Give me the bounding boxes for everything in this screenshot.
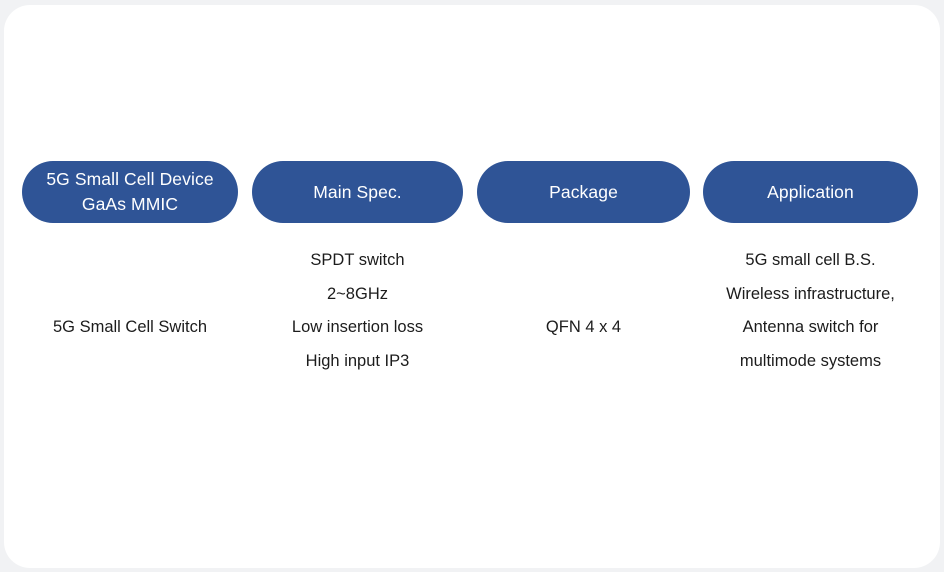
column-header-pill-main-spec[interactable]: Main Spec. [252,161,463,223]
spec-column-application: Application 5G small cell B.S. Wireless … [703,161,918,378]
spec-column-device: 5G Small Cell Device GaAs MMIC 5G Small … [22,161,238,345]
column-header-pill-application[interactable]: Application [703,161,918,223]
column-body-line: SPDT switch [310,251,405,269]
column-body-line: 5G Small Cell Switch [52,318,208,336]
column-body-line: Low insertion loss [291,318,424,336]
column-body-line: Antenna switch for [742,318,879,336]
spec-column-package: Package QFN 4 x 4 [477,161,690,345]
spec-column-main-spec: Main Spec. SPDT switch 2~8GHz Low insert… [252,161,463,378]
column-body-line: High input IP3 [305,351,410,370]
column-header-label-application: Application [767,181,854,202]
column-header-label-device: 5G Small Cell Device GaAs MMIC [46,169,214,214]
column-body-line: multimode systems [739,351,882,370]
content-card: 5G Small Cell Device GaAs MMIC 5G Small … [4,5,940,568]
column-header-label-package: Package [549,181,618,202]
column-body-package: QFN 4 x 4 [477,244,690,345]
column-body-line: 2~8GHz [327,284,388,303]
column-body-device: 5G Small Cell Switch [22,244,238,345]
column-header-pill-device[interactable]: 5G Small Cell Device GaAs MMIC [22,161,238,223]
spec-table: 5G Small Cell Device GaAs MMIC 5G Small … [4,5,940,568]
column-body-main-spec: SPDT switch 2~8GHz Low insertion loss Hi… [252,244,463,378]
column-body-line: 5G small cell B.S. [745,251,876,269]
column-body-line: QFN 4 x 4 [545,318,622,336]
column-header-pill-package[interactable]: Package [477,161,690,223]
column-header-label-main-spec: Main Spec. [313,181,402,202]
column-body-line: Wireless infrastructure, [726,284,895,303]
column-body-application: 5G small cell B.S. Wireless infrastructu… [703,244,918,378]
